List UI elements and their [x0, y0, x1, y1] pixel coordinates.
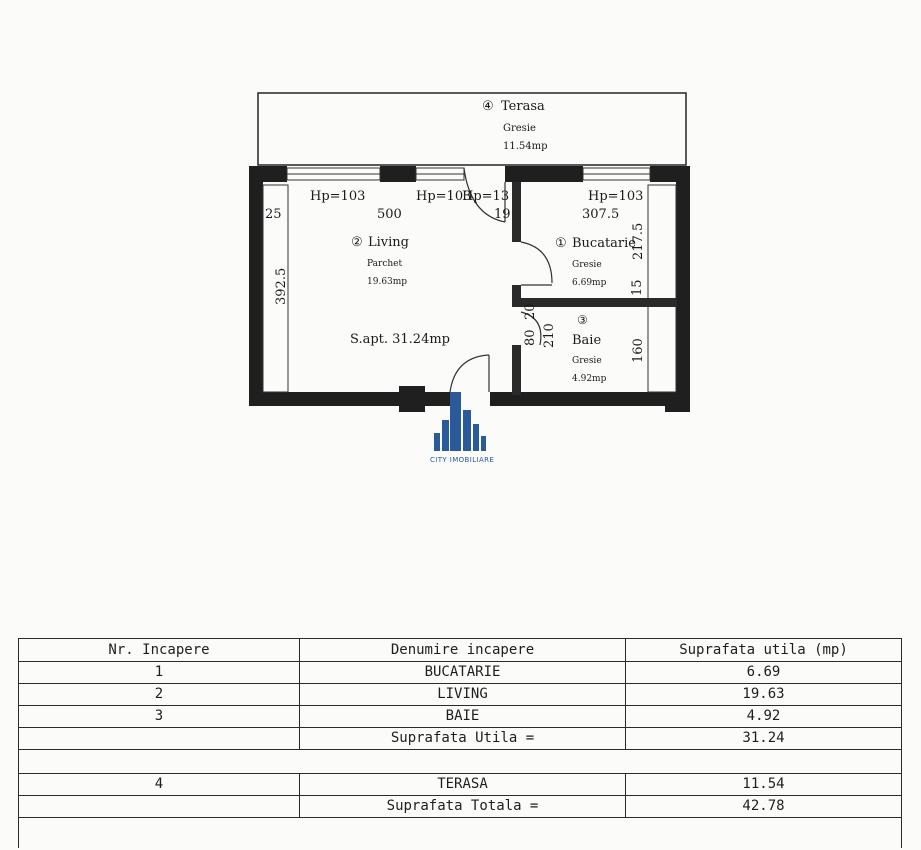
dim-offset-left: 25 — [265, 207, 282, 222]
dim-living-depth: 392.5 — [274, 268, 289, 305]
header-suprafata: Suprafata utila (mp) — [625, 638, 902, 662]
exterior-walls — [249, 166, 690, 412]
dim-living-width: 500 — [377, 207, 402, 222]
cell-area: 19.63 — [625, 683, 902, 706]
room-terasa-number: ④ — [482, 99, 494, 114]
interior-walls — [512, 182, 676, 395]
total-area-row: Suprafata Totala = 42.78 — [18, 795, 902, 818]
city-imobiliare-logo: CITY IMOBILIARE — [430, 392, 494, 464]
useful-area-label: Suprafata Utila = — [299, 727, 626, 750]
useful-area-value: 31.24 — [625, 727, 902, 750]
table-row: 1 BUCATARIE 6.69 — [18, 661, 902, 684]
cell-nr: 2 — [18, 683, 300, 706]
cell-name: LIVING — [299, 683, 626, 706]
header-denumire: Denumire incapere — [299, 638, 626, 662]
window-height-label: Hp=103 — [416, 189, 471, 204]
room-terasa: ④ Terasa Gresie 11.54mp — [482, 99, 548, 152]
cell-name: BAIE — [299, 705, 626, 728]
room-living: ② Living Parchet 19.63mp — [351, 235, 409, 287]
cell-nr: 4 — [18, 773, 300, 796]
room-terasa-area: 11.54mp — [503, 141, 548, 152]
room-baie-name: Baie — [572, 333, 601, 348]
terrace-outline — [257, 92, 687, 166]
room-bucatarie-area: 6.69mp — [572, 278, 607, 288]
cell-name: BUCATARIE — [299, 661, 626, 684]
room-bucatarie: ① Bucatarie Gresie 6.69mp — [555, 236, 636, 288]
room-baie: ③ Baie Gresie 4.92mp — [572, 313, 607, 384]
room-living-floor: Parchet — [367, 259, 402, 269]
building-icon — [434, 392, 486, 451]
window-height-label: Hp=13 — [462, 189, 509, 204]
windows — [262, 167, 677, 393]
dim-small-20: 20 — [523, 303, 538, 320]
table-row: 4 TERASA 11.54 — [18, 773, 902, 796]
floor-plan: ④ Terasa Gresie 11.54mp Hp=103 Hp=103 Hp… — [249, 92, 690, 464]
dim-kitchen-wall: 15 — [630, 279, 645, 296]
room-baie-floor: Gresie — [572, 356, 602, 366]
cell-area: 11.54 — [625, 773, 902, 796]
area-table: Nr. Incapere Denumire incapere Suprafata… — [18, 638, 902, 848]
spacer-row — [18, 749, 902, 774]
cell-nr: 1 — [18, 661, 300, 684]
room-terasa-floor: Gresie — [503, 123, 536, 134]
table-row: 2 LIVING 19.63 — [18, 683, 902, 706]
window-height-label: Hp=103 — [310, 189, 365, 204]
dim-small-19: 19 — [494, 207, 511, 222]
logo-text: CITY IMOBILIARE — [430, 456, 494, 464]
room-bucatarie-floor: Gresie — [572, 260, 602, 270]
header-nr: Nr. Incapere — [18, 638, 300, 662]
table-row: 3 BAIE 4.92 — [18, 705, 902, 728]
cell-area: 6.69 — [625, 661, 902, 684]
dim-kitchen-depth: 217.5 — [631, 223, 646, 260]
doors — [449, 167, 553, 393]
cell-area: 4.92 — [625, 705, 902, 728]
cell-nr: 3 — [18, 705, 300, 728]
dim-door-80: 80 — [523, 329, 538, 346]
table-header-row: Nr. Incapere Denumire incapere Suprafata… — [18, 638, 902, 662]
dim-bath-depth: 160 — [631, 338, 646, 363]
room-living-area: 19.63mp — [367, 277, 407, 287]
window-height-label: Hp=103 — [588, 189, 643, 204]
dim-door-210: 210 — [542, 323, 557, 348]
room-living-name: Living — [368, 235, 409, 250]
stamp-row — [18, 817, 902, 848]
apartment-total-label: S.apt. 31.24mp — [350, 332, 450, 347]
room-baie-area: 4.92mp — [572, 374, 607, 384]
total-area-label: Suprafata Totala = — [299, 795, 626, 818]
room-terasa-name: Terasa — [501, 99, 545, 114]
room-living-number: ② — [351, 235, 363, 250]
cell-name: TERASA — [299, 773, 626, 796]
room-bucatarie-name: Bucatarie — [572, 236, 636, 251]
total-area-value: 42.78 — [625, 795, 902, 818]
useful-area-row: Suprafata Utila = 31.24 — [18, 727, 902, 750]
room-bucatarie-number: ① — [555, 236, 567, 251]
room-baie-number: ③ — [577, 313, 588, 327]
dim-kitchen-width: 307.5 — [582, 207, 619, 222]
